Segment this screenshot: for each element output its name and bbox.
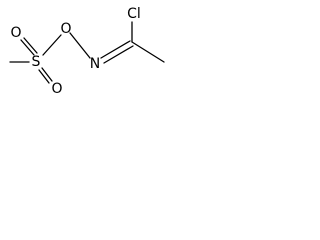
bond-sulfur-oxygen-upper-a (20, 39, 35, 56)
atom-label-ester-oxygen: O (60, 21, 71, 37)
bond-nitrogen-carbon-a (100, 40, 131, 59)
bond-carbon-methyl (131, 41, 165, 63)
bonds (9, 21, 165, 84)
atom-label-oxime-nitrogen: N (90, 56, 100, 72)
bond-sulfur-oxygen-lower-a (38, 69, 50, 84)
atom-label-sulfonyl-oxygen-lower: O (51, 81, 62, 97)
bond-oxygen-nitrogen (69, 32, 91, 59)
bond-sulfur-oxygen-lower-b (41, 67, 53, 82)
atom-labels: Cl N O S O O (10, 6, 140, 97)
atom-label-sulfur: S (32, 54, 41, 70)
atom-label-sulfonyl-oxygen-upper: O (10, 25, 21, 41)
atom-label-chlorine: Cl (127, 6, 141, 22)
chemical-structure-diagram: Cl N O S O O (9, 6, 165, 97)
bond-sulfur-oxygen-upper-b (23, 37, 38, 54)
bond-sulfur-ester-oxygen (42, 34, 62, 56)
bond-nitrogen-carbon-b (103, 45, 134, 64)
